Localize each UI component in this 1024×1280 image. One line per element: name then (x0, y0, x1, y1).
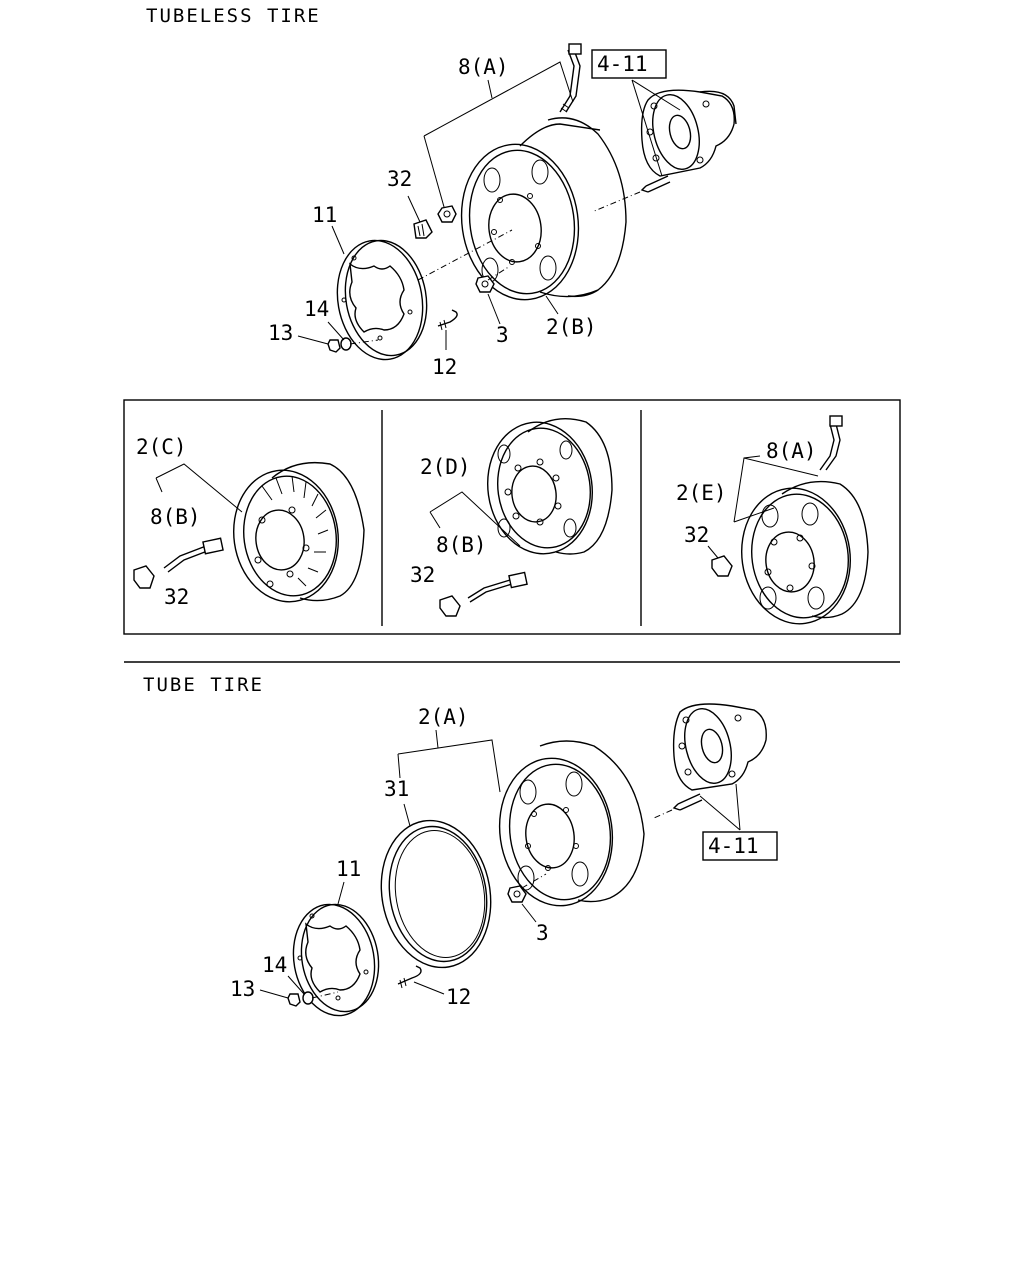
label-2D: 2(D) (420, 455, 471, 479)
label-4-11-top: 4-11 (597, 52, 648, 76)
label-12-top: 12 (432, 355, 457, 379)
label-3-top: 3 (496, 323, 509, 347)
hub-bottom (653, 703, 767, 819)
label-32-panel2: 32 (410, 563, 435, 587)
tubeless-assembly: 4-11 (268, 43, 737, 379)
washer-14-bottom (302, 991, 314, 1005)
label-14-bottom: 14 (262, 953, 287, 977)
label-12-bottom: 12 (446, 985, 471, 1009)
nut-13-top (327, 339, 341, 353)
label-32-panel1: 32 (164, 585, 189, 609)
label-32-top: 32 (387, 167, 412, 191)
variants-panel: 2(C) 8(B) 32 2(D) 8(B) 32 (123, 399, 901, 635)
variant-2D (439, 418, 613, 617)
tubeless-tire-title: TUBELESS TIRE (146, 5, 321, 27)
nut-3-bottom (507, 885, 527, 903)
bolt-12-top (437, 309, 458, 331)
disc-ring-11-top (336, 239, 428, 361)
nut-3-top (475, 275, 495, 293)
ring-31 (380, 819, 492, 969)
variant-2C (133, 461, 365, 603)
ref-box-bottom: 4-11 (699, 783, 778, 861)
label-11-bottom: 11 (336, 857, 361, 881)
variant-2E (711, 415, 869, 625)
hub-top (591, 89, 737, 213)
tube-assembly: 4-11 2(A) 31 3 (230, 703, 778, 1017)
label-31: 31 (384, 777, 409, 801)
label-13-bottom: 13 (230, 977, 255, 1001)
ref-box-top: 4-11 (591, 49, 681, 177)
label-32-panel3: 32 (684, 523, 709, 547)
label-8A-panel3: 8(A) (766, 439, 817, 463)
label-2A: 2(A) (418, 705, 469, 729)
label-8B-panel1: 8(B) (150, 505, 201, 529)
label-2B: 2(B) (546, 315, 597, 339)
bolt-12-bottom (397, 965, 422, 989)
label-2C: 2(C) (136, 435, 187, 459)
valve-nut-top (437, 205, 457, 223)
nut-13-bottom (287, 993, 301, 1007)
wheel-2B (460, 117, 627, 301)
label-11-top: 11 (312, 203, 337, 227)
cap-32-top (413, 219, 433, 239)
disc-ring-11-bottom (292, 903, 380, 1017)
label-8B-panel2: 8(B) (436, 533, 487, 557)
bracket-8A (423, 61, 574, 137)
label-8A-top: 8(A) (458, 55, 509, 79)
label-2E: 2(E) (676, 481, 727, 505)
label-3-bottom: 3 (536, 921, 549, 945)
label-4-11-bottom: 4-11 (708, 834, 759, 858)
label-14-top: 14 (304, 297, 329, 321)
wheel-2A (498, 740, 645, 907)
tube-tire-title: TUBE TIRE (143, 674, 264, 696)
label-13-top: 13 (268, 321, 293, 345)
valve-8A-top (559, 43, 582, 113)
washer-14-top (340, 337, 352, 351)
